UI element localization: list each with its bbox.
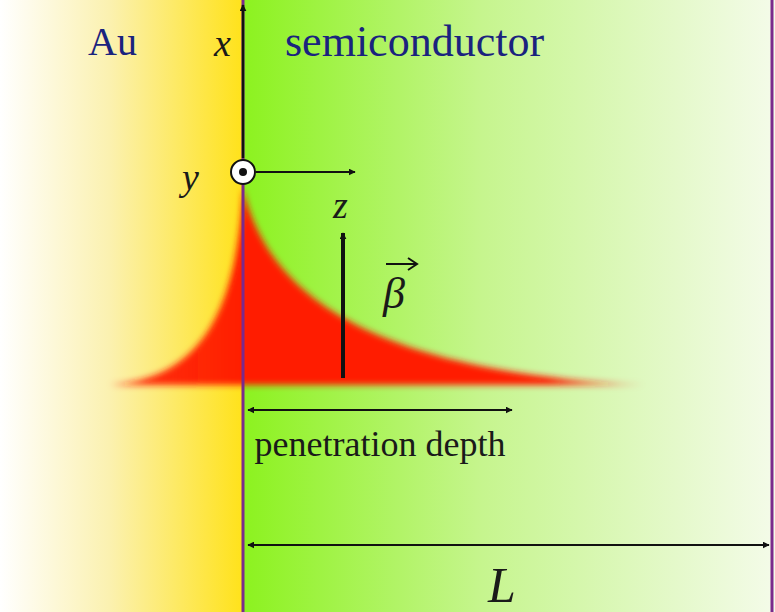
field-profile — [110, 188, 645, 385]
interface-line — [242, 0, 245, 612]
material-region: semiconductor — [243, 0, 775, 612]
length-arrow — [248, 544, 769, 546]
axis-label: x — [214, 24, 231, 62]
beta-arrow — [341, 233, 345, 378]
vector-arrow — [386, 258, 417, 270]
region-label: semiconductor — [285, 20, 544, 64]
axis-label: z — [333, 186, 348, 224]
x-axis-arrow — [242, 5, 245, 158]
penetration-depth-arrow — [248, 409, 512, 411]
material-region: Au — [0, 0, 243, 612]
region-label: Au — [88, 22, 137, 62]
z-direction-arrow-horizontal — [256, 171, 355, 173]
vector-label: β — [383, 272, 405, 316]
axis-label: y — [182, 158, 199, 196]
dimension-label: penetration depth — [245, 424, 515, 465]
back-surface-line — [771, 0, 774, 612]
dimension-label: L — [488, 560, 516, 610]
gold-region — [0, 0, 243, 612]
y-axis-dot — [239, 168, 247, 176]
y-axis-symbol — [231, 160, 255, 184]
